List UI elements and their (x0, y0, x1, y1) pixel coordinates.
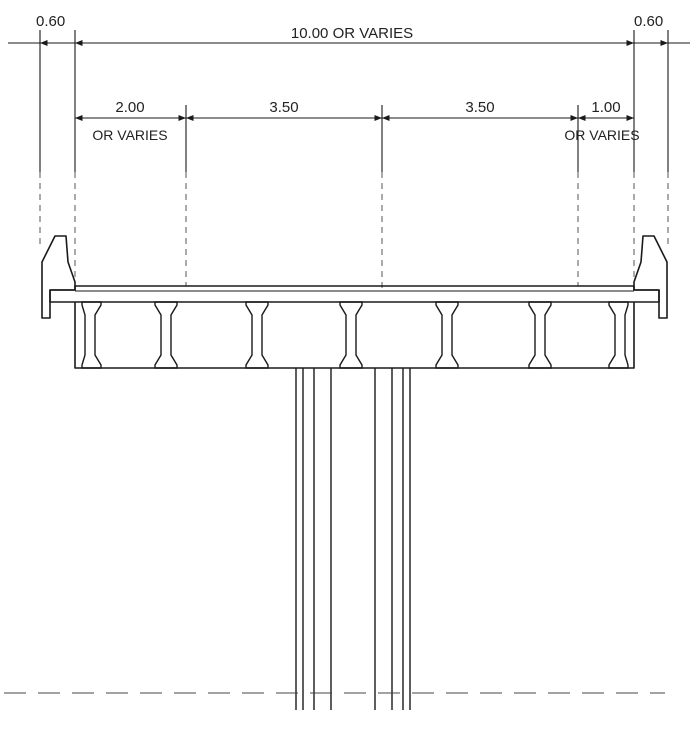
pier-column (295, 368, 411, 710)
i-girder (528, 301, 552, 369)
i-girder (81, 301, 102, 369)
left-barrier (41, 235, 76, 319)
i-girder (435, 301, 459, 369)
left-shoulder-dim-label: 2.00 (115, 99, 144, 116)
i-girder (154, 301, 178, 369)
i-girder (245, 301, 269, 369)
deck-slab (49, 285, 660, 303)
i-girder (339, 301, 363, 369)
dimension-lines (8, 30, 690, 172)
dimension-labels: 0.60 10.00 OR VARIES 0.60 2.00 OR VARIES… (36, 13, 663, 143)
girders (81, 301, 629, 369)
right-barrier-dim-label: 0.60 (634, 13, 663, 30)
right-barrier (633, 235, 668, 319)
left-shoulder-note: OR VARIES (92, 127, 167, 143)
left-barrier-dim-label: 0.60 (36, 13, 65, 30)
dashed-extension-lines (39, 172, 669, 288)
lane-right-dim-label: 3.50 (465, 99, 494, 116)
lane-left-dim-label: 3.50 (269, 99, 298, 116)
right-shoulder-dim-label: 1.00 (591, 99, 620, 116)
total-width-dim-label: 10.00 OR VARIES (291, 25, 413, 42)
i-girder (608, 301, 629, 369)
right-shoulder-note: OR VARIES (564, 127, 639, 143)
